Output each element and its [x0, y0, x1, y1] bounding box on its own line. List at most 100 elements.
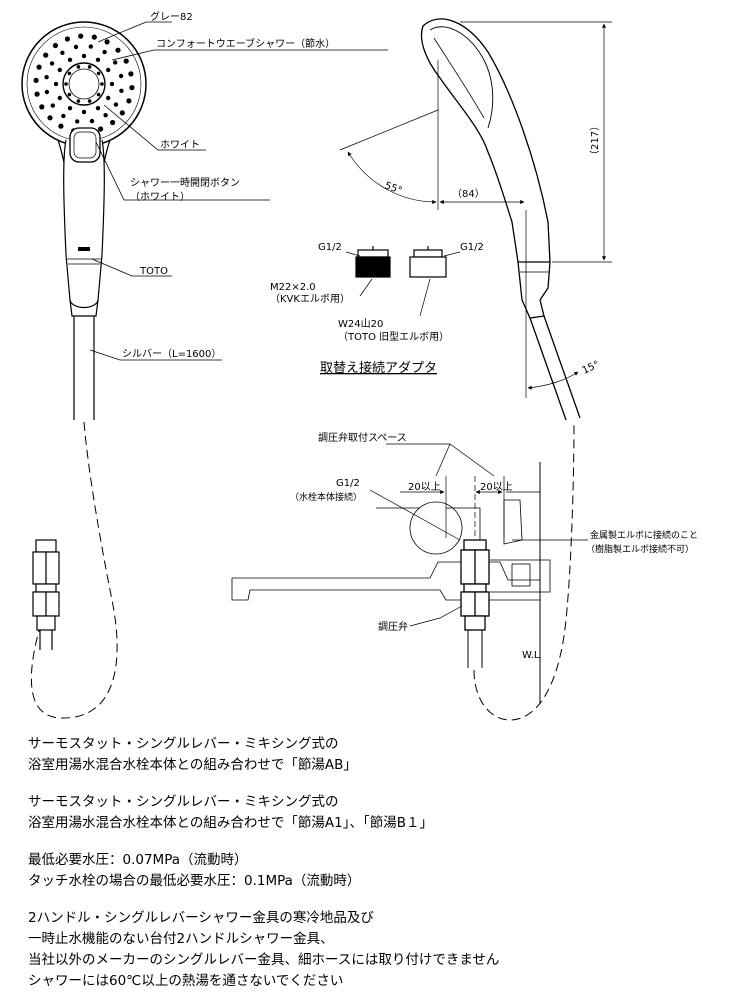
spray-hole — [119, 88, 124, 94]
ring-hole — [76, 99, 81, 103]
ring-hole — [67, 71, 72, 76]
adapter-labels: G1/2 M22×2.0 （KVKエルボ用） G1/2 W24山20 （TOTO… — [270, 242, 484, 376]
label-pause-button-color: （ホワイト） — [130, 191, 190, 203]
install-thread: G1/2 — [336, 478, 360, 489]
note-line: シャワーには60℃以上の熱湯を通さないでください — [28, 973, 344, 989]
note-line: 浴室用湯水混合水栓本体との組み合わせで「節湯A1」、「節湯B１」 — [28, 815, 433, 831]
spray-hole — [98, 126, 104, 132]
spray-hole — [113, 102, 119, 107]
spray-hole — [50, 103, 55, 108]
note-line: タッチ水栓の場合の最低必要水圧：0.1MPa（流動時） — [28, 873, 361, 889]
spray-hole — [33, 77, 39, 83]
spray-hole — [44, 75, 49, 80]
pause-button — [69, 127, 101, 163]
valve-space-label: 調圧弁取付スペース — [318, 431, 407, 444]
ring-hole — [64, 82, 68, 86]
spray-hole — [57, 95, 62, 101]
shower-side-view — [420, 18, 581, 421]
spray-hole — [91, 34, 97, 40]
note-line: 一時止水機能のない台付2ハンドルシャワー金具、 — [28, 931, 334, 947]
ring-hole — [96, 92, 101, 97]
label-pause-button: シャワー一時開閉ボタン — [130, 177, 240, 189]
spray-hole — [89, 118, 95, 124]
dim-217: （217） — [589, 121, 601, 160]
adapter-toto-old — [409, 246, 447, 278]
spray-hole — [75, 119, 80, 124]
adapter-right-thread: G1/2 — [460, 242, 484, 253]
spray-hole — [78, 33, 84, 39]
spray-hole — [81, 53, 87, 59]
faucet-installation — [231, 443, 588, 704]
toto-logo-mark — [78, 247, 90, 251]
angle-15: 15° — [581, 359, 602, 376]
note-line: 浴室用湯水混合水栓本体との組み合わせで「節湯AB」 — [28, 757, 357, 773]
note-line: 2ハンドル・シングルレバーシャワー金具の寒冷地品及び — [28, 910, 374, 926]
spray-hole — [118, 73, 124, 79]
spray-hole — [88, 44, 94, 49]
spray-hole — [95, 106, 101, 111]
spray-hole — [60, 50, 65, 55]
metal-elbow-note: 金属製エルボに接続のこと — [590, 529, 698, 541]
spray-hole — [81, 109, 87, 115]
front-callout-labels: グレー82 コンフォートウエーブシャワー（節水） ホワイト シャワー一時開閉ボタ… — [122, 10, 335, 360]
spray-hole — [110, 119, 116, 126]
gap-right-label: 20以上 — [480, 481, 513, 493]
ring-hole — [87, 99, 92, 103]
side-view-dimensions — [339, 21, 612, 398]
note-line: サーモスタット・シングルレバー・ミキシング式の — [28, 794, 339, 810]
spray-hole — [34, 91, 40, 97]
adapter-right-spec: W24山20 — [338, 318, 383, 330]
spray-hole — [67, 106, 73, 111]
spray-hole — [123, 58, 129, 64]
spray-hole — [64, 36, 70, 42]
spray-hole — [43, 52, 49, 58]
spray-hole — [106, 67, 111, 73]
shower-head-front-view — [21, 21, 147, 420]
pressure-valve — [460, 539, 490, 631]
note-line: 当社以外のメーカーのシングルレバー金具、細ホースには取り付けできません — [28, 952, 500, 968]
label-hose-silver: シルバー（L=1600） — [122, 348, 221, 360]
handle-body — [63, 139, 105, 309]
install-thread-note: （水栓本体接続） — [290, 491, 362, 503]
spray-hole — [126, 98, 132, 104]
ring-hole — [76, 65, 81, 69]
note-block-1: サーモスタット・シングルレバー・ミキシング式の 浴室用湯水混合水栓本体との組み合… — [28, 734, 728, 776]
spray-hole — [44, 89, 50, 95]
spray-hole — [102, 49, 107, 55]
valve-label: 調圧弁 — [378, 620, 408, 633]
installation-labels: 調圧弁取付スペース 20以上 20以上 G1/2 （水栓本体接続） 金属製エルボ… — [290, 431, 698, 661]
ring-hole — [67, 92, 72, 97]
adapter-right-note: （TOTO 旧型エルボ用） — [338, 330, 449, 343]
label-gray82: グレー82 — [150, 10, 193, 23]
spray-hole — [115, 47, 121, 53]
spray-hole — [95, 57, 101, 62]
dim-84: （84） — [452, 188, 485, 200]
spray-hole — [47, 115, 53, 121]
spray-hole — [49, 61, 55, 66]
wall-line-label: W.L — [522, 650, 540, 661]
spray-hole — [53, 81, 59, 87]
technical-drawing: グレー82 コンフォートウエーブシャワー（節水） ホワイト シャワー一時開閉ボタ… — [21, 10, 698, 721]
adapter-kvk — [355, 246, 391, 278]
note-line: 最低必要水圧：0.07MPa（流動時） — [28, 852, 248, 868]
spray-hole — [67, 57, 73, 62]
gap-left-label: 20以上 — [408, 481, 441, 493]
spray-hole — [61, 113, 66, 119]
note-block-2: サーモスタット・シングルレバー・ミキシング式の 浴室用湯水混合水栓本体との組み合… — [28, 792, 728, 834]
installation-hose-loop — [473, 421, 575, 721]
spray-hole — [119, 110, 125, 116]
notes-section: サーモスタット・シングルレバー・ミキシング式の 浴室用湯水混合水栓本体との組み合… — [28, 734, 728, 1008]
hose-end-fitting — [32, 539, 60, 650]
note-block-3: 最低必要水圧：0.07MPa（流動時） タッチ水栓の場合の最低必要水圧：0.1M… — [28, 850, 728, 892]
adapter-title: 取替え接続アダプタ — [320, 360, 437, 376]
spray-hole — [57, 67, 62, 73]
note-block-4: 2ハンドル・シングルレバーシャワー金具の寒冷地品及び 一時止水機能のない台付2ハ… — [28, 908, 728, 992]
hose-loop — [31, 421, 118, 719]
spray-hole — [36, 64, 42, 70]
adapter-left-spec: M22×2.0 — [270, 282, 316, 293]
spray-hole — [109, 81, 115, 87]
spray-hole — [58, 123, 64, 129]
spray-hole — [103, 113, 108, 118]
note-line: サーモスタット・シングルレバー・ミキシング式の — [28, 736, 339, 752]
label-spray-name: コンフォートウエーブシャワー（節水） — [156, 37, 335, 50]
